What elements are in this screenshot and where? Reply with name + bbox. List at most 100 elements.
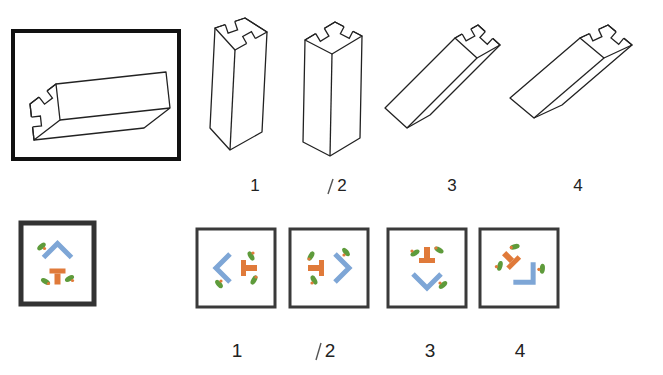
t-stem-symbol bbox=[502, 251, 514, 263]
icon-group bbox=[490, 237, 549, 296]
notch-gap bbox=[589, 28, 602, 41]
leaf-symbol bbox=[409, 248, 420, 258]
block-edge bbox=[534, 58, 604, 118]
block-end-face bbox=[215, 18, 267, 50]
leaf-symbol bbox=[249, 274, 259, 285]
block-figure bbox=[385, 25, 500, 128]
notch-gap bbox=[611, 30, 625, 44]
leaf-symbol bbox=[433, 245, 444, 255]
berry-symbol bbox=[434, 246, 437, 249]
notch-outline bbox=[225, 21, 237, 33]
notch-gap bbox=[225, 20, 238, 34]
icon-figures bbox=[36, 237, 550, 296]
leaf-symbol bbox=[309, 274, 319, 285]
block-outline bbox=[30, 72, 170, 140]
block-figure bbox=[29, 72, 170, 140]
icon-group bbox=[306, 246, 351, 285]
option-number: 1 bbox=[232, 341, 243, 360]
t-bar-symbol bbox=[50, 269, 66, 274]
leaf-symbol bbox=[341, 246, 351, 257]
berry-symbol bbox=[254, 275, 257, 278]
berry-symbol bbox=[342, 253, 345, 256]
berry-symbol bbox=[47, 282, 50, 285]
option-frame bbox=[388, 229, 466, 307]
t-stem-symbol bbox=[55, 274, 61, 285]
notch-gap bbox=[38, 89, 53, 104]
option-number: 4 bbox=[515, 341, 526, 360]
cross-mark bbox=[328, 179, 333, 194]
notch-gap bbox=[480, 30, 494, 44]
reference-frame bbox=[13, 31, 179, 159]
option-number: 3 bbox=[425, 341, 436, 360]
leaf-symbol bbox=[306, 250, 316, 261]
cross-mark bbox=[316, 343, 321, 360]
notch-outline bbox=[462, 29, 475, 41]
chevron-symbol bbox=[513, 262, 543, 292]
block-edge bbox=[330, 54, 332, 156]
block-figure bbox=[210, 18, 267, 150]
option-frame bbox=[480, 229, 558, 307]
notch-outline bbox=[611, 32, 624, 45]
block-edge bbox=[230, 50, 235, 150]
berry-symbol bbox=[494, 264, 499, 269]
notch-gap bbox=[340, 25, 353, 38]
leaf-symbol bbox=[246, 250, 256, 261]
t-bar-symbol bbox=[241, 260, 246, 276]
reference-frame bbox=[21, 223, 94, 304]
notch-outline bbox=[316, 28, 329, 41]
leaf-symbol bbox=[509, 243, 520, 251]
block-end-face bbox=[30, 84, 60, 140]
berry-symbol bbox=[219, 279, 222, 282]
t-stem-symbol bbox=[424, 247, 430, 258]
notch-outline bbox=[243, 32, 256, 44]
berry-symbol bbox=[509, 245, 514, 250]
notch-outline bbox=[31, 116, 41, 127]
block-figure bbox=[303, 22, 362, 156]
option-number: 2 bbox=[325, 341, 336, 360]
option-number: 3 bbox=[447, 177, 456, 194]
option-number: 4 bbox=[573, 177, 582, 194]
notch-gap bbox=[29, 116, 41, 127]
option-number: 1 bbox=[250, 177, 259, 194]
block-end-face bbox=[580, 25, 632, 58]
notch-gap bbox=[461, 27, 475, 41]
chevron-symbol bbox=[335, 254, 349, 282]
berry-symbol bbox=[310, 281, 313, 284]
leaf-symbol bbox=[437, 280, 448, 290]
berry-symbol bbox=[251, 251, 254, 254]
block-end-face bbox=[305, 22, 362, 54]
icon-group bbox=[214, 250, 259, 289]
block-edge bbox=[60, 108, 170, 120]
t-stem-symbol bbox=[308, 265, 319, 271]
t-bar-symbol bbox=[419, 258, 435, 263]
block-figures bbox=[29, 18, 632, 156]
chevron-symbol bbox=[413, 274, 441, 288]
berry-symbol bbox=[43, 247, 46, 250]
block-outline bbox=[385, 25, 500, 128]
option-number: 2 bbox=[337, 177, 346, 194]
icon-group bbox=[409, 245, 448, 290]
block-end-face bbox=[455, 25, 500, 58]
berry-symbol bbox=[438, 281, 441, 284]
notch-outline bbox=[480, 32, 493, 45]
leaf-symbol bbox=[36, 241, 47, 251]
berry-symbol bbox=[307, 257, 310, 260]
notch-outline bbox=[589, 29, 601, 40]
notch-gap bbox=[315, 27, 329, 42]
block-figure bbox=[510, 25, 632, 118]
block-outline bbox=[303, 22, 362, 156]
block-outline bbox=[210, 18, 267, 150]
notch-gap bbox=[243, 32, 257, 46]
notch-outline bbox=[340, 27, 353, 39]
notch-outline bbox=[39, 91, 52, 104]
chevron-symbol bbox=[216, 254, 230, 282]
option-frame bbox=[197, 229, 275, 307]
leaf-symbol bbox=[40, 277, 51, 287]
block-outline bbox=[510, 25, 632, 118]
leaf-symbol bbox=[214, 278, 224, 289]
leaf-symbol bbox=[64, 274, 75, 284]
block-edge bbox=[407, 58, 477, 128]
berry-symbol bbox=[410, 249, 413, 252]
